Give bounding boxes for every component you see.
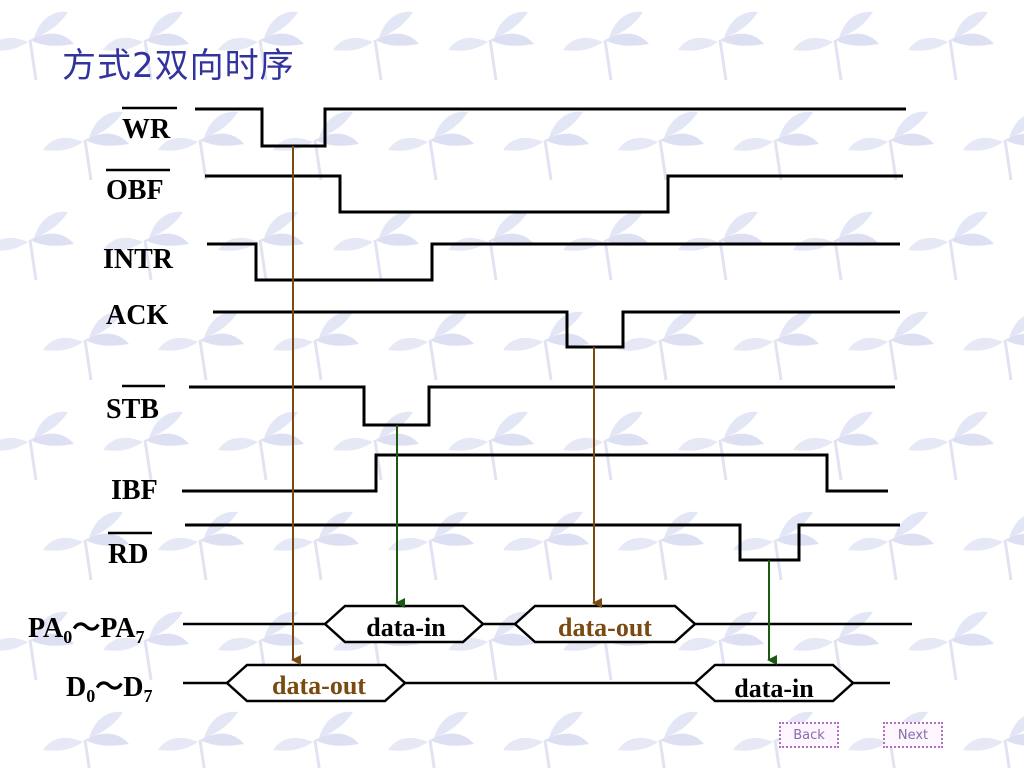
stb-waveform [189,385,895,427]
pa-data-out-label: data-out [558,613,652,642]
obf-waveform [205,174,903,214]
rd-label: RD [108,539,148,570]
d-data-in-box [693,663,855,703]
stb-label: STB [106,394,159,425]
intr-label: INTR [103,244,174,275]
pa-data-out-box [513,604,697,644]
wr-label: WR [122,114,171,145]
pa-data-in-box [323,604,485,644]
intr-waveform [207,242,900,282]
ack-label: ACK [106,300,168,331]
pa-data-in-label: data-in [366,613,446,642]
ack-waveform [213,310,900,349]
obf-label: OBF [106,175,164,206]
wr-waveform [195,107,906,148]
back-button[interactable]: Back [779,722,839,748]
ibf-waveform [182,453,888,493]
slide-title: 方式2双向时序 [62,46,295,86]
d-data-in-label: data-in [734,674,814,703]
next-button[interactable]: Next [883,722,943,748]
d-data-out-box [225,663,407,703]
d-bus-label: D0～D7 [66,672,152,706]
pa-bus-label: PA0～PA7 [28,613,145,647]
ibf-label: IBF [111,475,158,506]
d-data-out-label: data-out [272,671,366,700]
